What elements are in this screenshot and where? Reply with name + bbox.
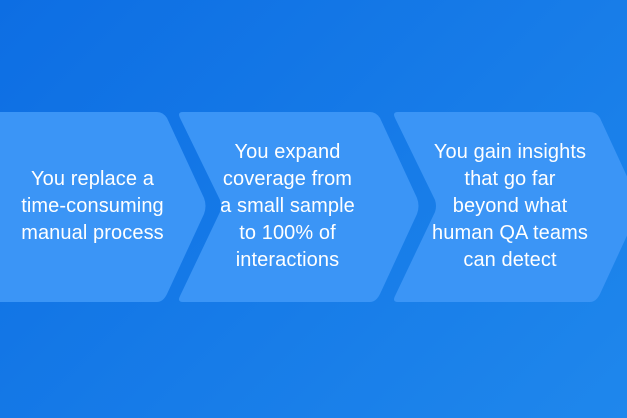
step-1-line-2: time-consuming (21, 195, 164, 217)
step-3-line-2: that go far (464, 168, 556, 190)
step-2-line-1: You expand (234, 141, 341, 163)
step-3-line-3: beyond what (452, 195, 568, 217)
step-1-line-3: manual process (21, 222, 164, 244)
step-2-line-2: coverage from (222, 168, 353, 190)
step-2-line-5: interactions (235, 249, 340, 271)
chevron-step-1 (0, 112, 206, 302)
step-3-line-1: You gain insights (433, 141, 587, 163)
step-1-line-1: You replace a (31, 168, 154, 190)
chevron-step-2 (179, 112, 419, 302)
step-3-line-4: human QA teams (432, 222, 588, 244)
step-1-text: You replace a time-consuming manual proc… (0, 110, 185, 303)
step-2-line-3: a small sample (220, 195, 355, 217)
chevron-step-3 (394, 112, 627, 302)
step-2-line-4: to 100% of (239, 222, 336, 244)
step-3-text: You gain insights that go far beyond wha… (420, 110, 600, 303)
step-3-line-5: can detect (463, 249, 557, 271)
step-2-text: You expand coverage from a small sample … (205, 110, 370, 303)
